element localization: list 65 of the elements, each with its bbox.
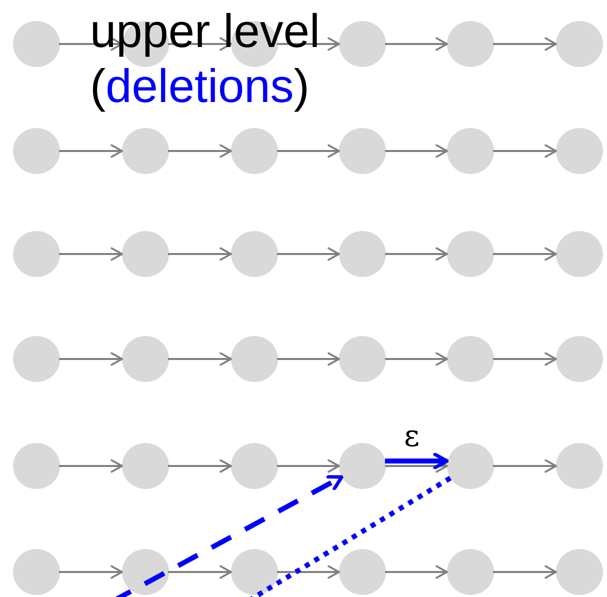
arrow [385,247,448,261]
circle-node [338,231,386,277]
arrow [493,459,557,473]
circle-node [338,128,386,174]
arrow [493,37,557,51]
circle-node [230,128,278,174]
arrow [385,37,448,51]
circle-node [446,443,494,489]
circle-node [556,336,602,382]
circle-node [12,549,60,595]
circle-node [556,128,602,174]
circle-node [230,336,278,382]
arrow [277,565,340,579]
arrow [385,452,449,470]
arrow [277,352,340,366]
arrow [493,144,557,158]
circle-node [446,336,494,382]
arrow [168,37,232,51]
arrow [277,459,340,473]
circle-node [446,549,494,595]
circle-node [12,21,60,67]
arrow [493,247,557,261]
arrow [168,459,232,473]
circle-node [446,128,494,174]
arrow [168,144,232,158]
circle-node [556,549,602,595]
arrow [59,352,123,366]
circle-node [556,443,602,489]
circle-node [12,443,60,489]
circle-node [338,336,386,382]
arrow [168,247,232,261]
arrow [168,352,232,366]
circle-node [338,443,386,489]
circle-node [122,336,168,382]
circle-node [122,549,168,595]
arrow [493,565,557,579]
arrow [168,565,232,579]
circle-node [338,21,386,67]
circle-node [446,231,494,277]
circle-node [338,549,386,595]
heading-text: upper level (deletions) [90,4,321,114]
arrow [277,37,340,51]
circle-node [230,443,278,489]
circle-node [12,128,60,174]
arrow [385,144,448,158]
circle-node [12,231,60,277]
arrow [59,459,123,473]
circle-node [556,231,602,277]
circle-node [122,443,168,489]
circle-node [230,231,278,277]
circle-node [122,128,168,174]
arrow [277,247,340,261]
arrow [277,144,340,158]
arrow [59,247,123,261]
circle-node [446,21,494,67]
circle-node [122,231,168,277]
circle-node [12,336,60,382]
circle-node [556,21,602,67]
arrow [385,565,448,579]
edge-label: ε [404,422,420,452]
arrow [385,352,448,366]
arrow [59,144,123,158]
arrow [493,352,557,366]
circle-node [230,549,278,595]
arrow [59,565,123,579]
